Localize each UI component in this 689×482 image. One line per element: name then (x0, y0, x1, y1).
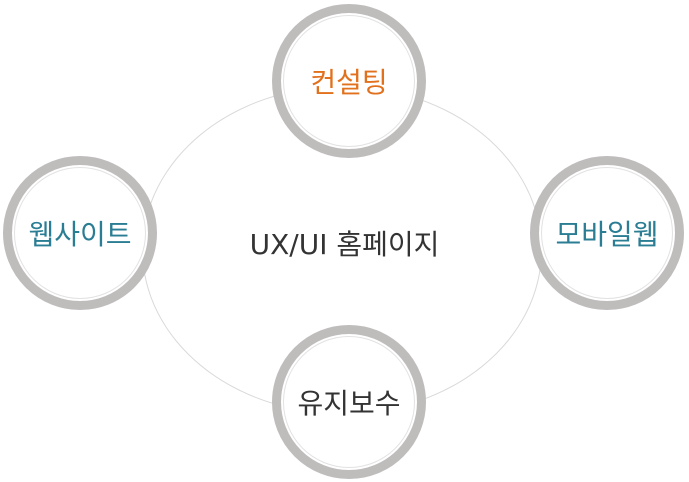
center-label: UX/UI 홈페이지 (249, 228, 440, 261)
consulting-node[interactable]: 컨설팅 (272, 4, 426, 158)
maintenance-node[interactable]: 유지보수 (272, 325, 426, 479)
maintenance-label: 유지보수 (297, 387, 401, 420)
website-node[interactable]: 웹사이트 (3, 156, 157, 310)
website-label: 웹사이트 (28, 218, 132, 251)
mobile-web-label: 모바일웹 (555, 218, 659, 251)
consulting-label: 컨설팅 (310, 66, 388, 99)
mobile-web-node[interactable]: 모바일웹 (530, 156, 684, 310)
